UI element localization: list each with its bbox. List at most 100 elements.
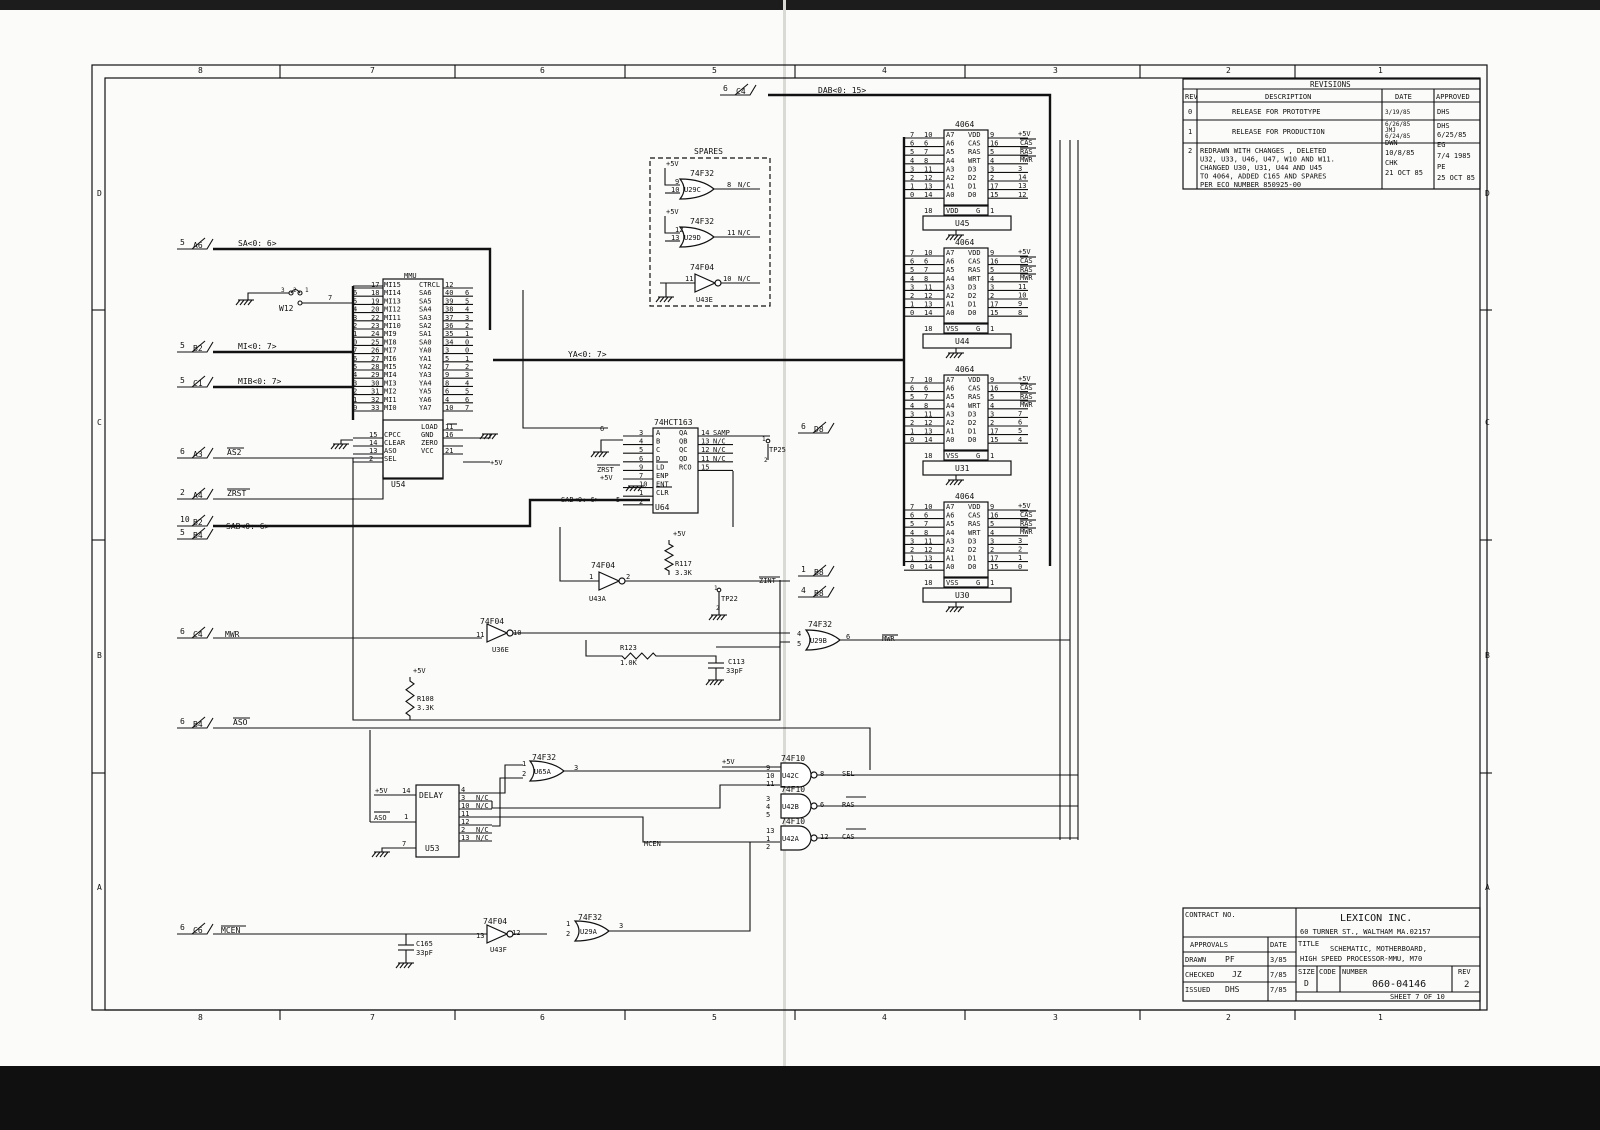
value-label: 33pF xyxy=(416,949,433,957)
wire xyxy=(340,439,353,444)
rev-header-rev: REV xyxy=(1185,93,1198,101)
pin-number: 15 xyxy=(701,463,709,471)
bus-bit: 4 xyxy=(910,275,914,283)
pin-number: 4 xyxy=(990,275,994,283)
ram-ref-box xyxy=(922,215,1012,231)
drawn-date: 3/85 xyxy=(1270,956,1287,964)
pin-name: A3 xyxy=(946,537,954,545)
pin-number: 5 xyxy=(990,520,994,528)
pin-number: 13 xyxy=(671,234,679,242)
wire xyxy=(625,485,631,492)
wire xyxy=(957,352,963,359)
rev-number: 1 xyxy=(1188,128,1192,136)
ground-symbol xyxy=(371,851,390,858)
pin-number: 26 xyxy=(371,347,379,355)
bus-bit: 5 xyxy=(465,388,469,396)
or-gate-body xyxy=(804,629,841,651)
signal-label: MWR xyxy=(1020,401,1033,409)
value-label: 3.3K xyxy=(417,704,435,712)
checked-date: 7/85 xyxy=(1270,971,1287,979)
ground-symbol xyxy=(945,352,964,359)
wire xyxy=(191,922,206,935)
ground-symbol xyxy=(235,299,254,306)
port-sheet: 4 xyxy=(801,586,806,595)
ref-label: U29B xyxy=(810,637,827,645)
pin-number: 2 xyxy=(990,546,994,554)
wire xyxy=(399,962,405,969)
wire xyxy=(594,451,600,458)
pin-number: 15 xyxy=(990,309,998,317)
pin-name: MI11 xyxy=(384,314,401,322)
pin-name: A1 xyxy=(946,183,954,191)
inverter-body xyxy=(486,623,509,643)
signal-label: N/C xyxy=(713,438,726,446)
bus-label: ASO xyxy=(233,718,248,727)
wire xyxy=(953,606,959,613)
pin-number: 6 xyxy=(924,385,928,393)
pin-number: 1 xyxy=(566,920,570,928)
revision-block: REVISIONS REV DESCRIPTION DATE APPROVED … xyxy=(1182,78,1481,190)
pin-number: 25 xyxy=(371,338,379,346)
pin-number: 12 xyxy=(924,546,932,554)
pin-number: 4 xyxy=(990,402,994,410)
zone-right-D: D xyxy=(1485,189,1490,198)
pin-name: WRT xyxy=(968,529,981,537)
pin-number: 15 xyxy=(990,563,998,571)
wire xyxy=(659,296,665,303)
pin-name: SEL xyxy=(384,455,397,463)
pin-number: 12 xyxy=(675,226,683,234)
rev-description: PER ECO NUMBER 850925-00 xyxy=(1200,181,1301,189)
pin-number: 15 xyxy=(369,431,377,439)
code-label: CODE xyxy=(1319,968,1336,976)
wire xyxy=(655,296,661,303)
pin-number: 29 xyxy=(371,371,379,379)
pin-number: 12 xyxy=(512,929,520,937)
port-sheet: 5 xyxy=(180,238,185,247)
pin-name: A5 xyxy=(946,266,954,274)
zone-top-8: 8 xyxy=(198,66,203,75)
nc-label: N/C xyxy=(476,826,489,834)
checked-label: CHECKED xyxy=(1185,971,1215,979)
rev-header-description: DESCRIPTION xyxy=(1265,93,1311,101)
mmu-control-section xyxy=(382,419,444,479)
pin-name: D2 xyxy=(968,292,976,300)
or-gate-u65a xyxy=(528,760,565,782)
pin-name: SA2 xyxy=(419,322,432,330)
port-sheet: 6 xyxy=(801,422,806,431)
bus-bit: 7 xyxy=(910,376,914,384)
zone-top-2: 2 xyxy=(1226,66,1231,75)
pin-name: ENT xyxy=(656,481,669,489)
pin-number: 2 xyxy=(522,770,526,778)
bus-bit: 2 xyxy=(910,546,914,554)
pin-number: 12 xyxy=(701,446,709,454)
wire xyxy=(949,234,955,241)
wire xyxy=(716,641,790,648)
pin-number: 8 xyxy=(924,529,928,537)
port-sheet: 5 xyxy=(180,341,185,350)
wire xyxy=(492,777,523,827)
wire xyxy=(953,479,959,486)
wire xyxy=(717,679,723,686)
pin-number: 12 xyxy=(924,419,932,427)
wire xyxy=(381,847,416,852)
pin-name: D3 xyxy=(968,165,976,173)
supply-label: +5V xyxy=(490,459,503,467)
signal-label: RAS xyxy=(1020,266,1033,274)
pin-number: 9 xyxy=(990,376,994,384)
ref-label: U43F xyxy=(490,946,507,954)
wire xyxy=(243,299,249,306)
resistor-r117 xyxy=(663,540,675,575)
or-gate-body xyxy=(678,178,715,200)
pin-number: 9 xyxy=(990,249,994,257)
ground-symbol xyxy=(705,679,724,686)
pin-number: 4 xyxy=(445,396,449,404)
wire xyxy=(664,216,680,234)
jumper-pin xyxy=(297,290,303,296)
data-bit: 0 xyxy=(1018,563,1022,571)
pin-number: 28 xyxy=(371,363,379,371)
